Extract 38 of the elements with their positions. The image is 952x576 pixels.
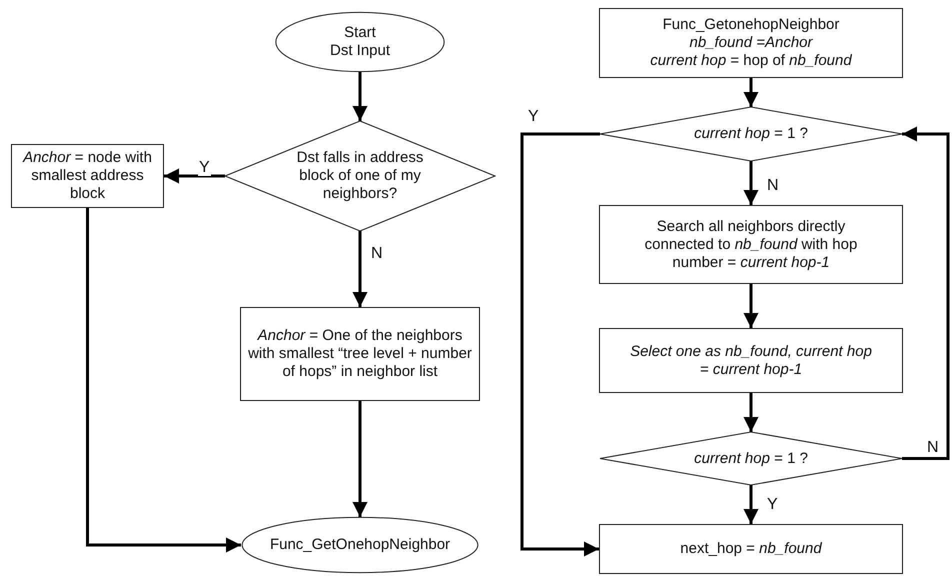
node-text: nb_found =Anchor	[689, 34, 813, 52]
arrow	[744, 393, 758, 432]
node-text: Dst falls in address block of one of my neighbors?	[296, 149, 424, 203]
process-box	[599, 8, 903, 78]
arrow	[352, 231, 368, 307]
node-text: Anchor = One of the neighbors with smallest “tree level + number of hops” in neighbor list	[247, 327, 473, 381]
node-text: Search all neighbors directly connected to nb_found with hop number = current hop-1	[644, 218, 858, 272]
arrow	[744, 284, 758, 328]
arrow	[744, 161, 758, 205]
node-text: Anchor = node with smallest address block	[22, 149, 153, 203]
node-text: Select one as nb_found, current hop = current hop-1	[629, 342, 873, 378]
decision-diamond	[600, 432, 902, 485]
arrow	[164, 168, 225, 184]
arrow	[902, 126, 950, 460]
process-box	[599, 205, 903, 284]
terminator-ellipse	[241, 517, 479, 573]
node-text: current hop = 1 ?	[694, 125, 808, 143]
process-box	[11, 144, 164, 208]
node-text: current hop = 1 ?	[694, 450, 808, 468]
terminator-ellipse	[275, 12, 445, 72]
node-text: next_hop = nb_found	[680, 540, 822, 558]
process-box	[599, 328, 903, 393]
arrow	[520, 132, 600, 556]
process-box	[240, 307, 480, 401]
arrow	[352, 401, 368, 517]
arrow	[744, 485, 758, 524]
arrow	[86, 208, 241, 552]
edge-label: Y	[198, 160, 211, 176]
decision-diamond	[600, 107, 902, 161]
node-text: Dst Input	[330, 42, 390, 60]
arrow	[744, 78, 758, 107]
process-box	[599, 524, 903, 574]
decision-diamond	[225, 121, 495, 231]
node-text: Start	[344, 24, 376, 42]
arrow	[352, 72, 368, 121]
node-text: Func_GetOnehopNeighbor	[270, 536, 450, 554]
node-text: Func_GetonehopNeighbor	[662, 16, 840, 34]
node-text: current hop = hop of nb_found	[650, 52, 852, 70]
